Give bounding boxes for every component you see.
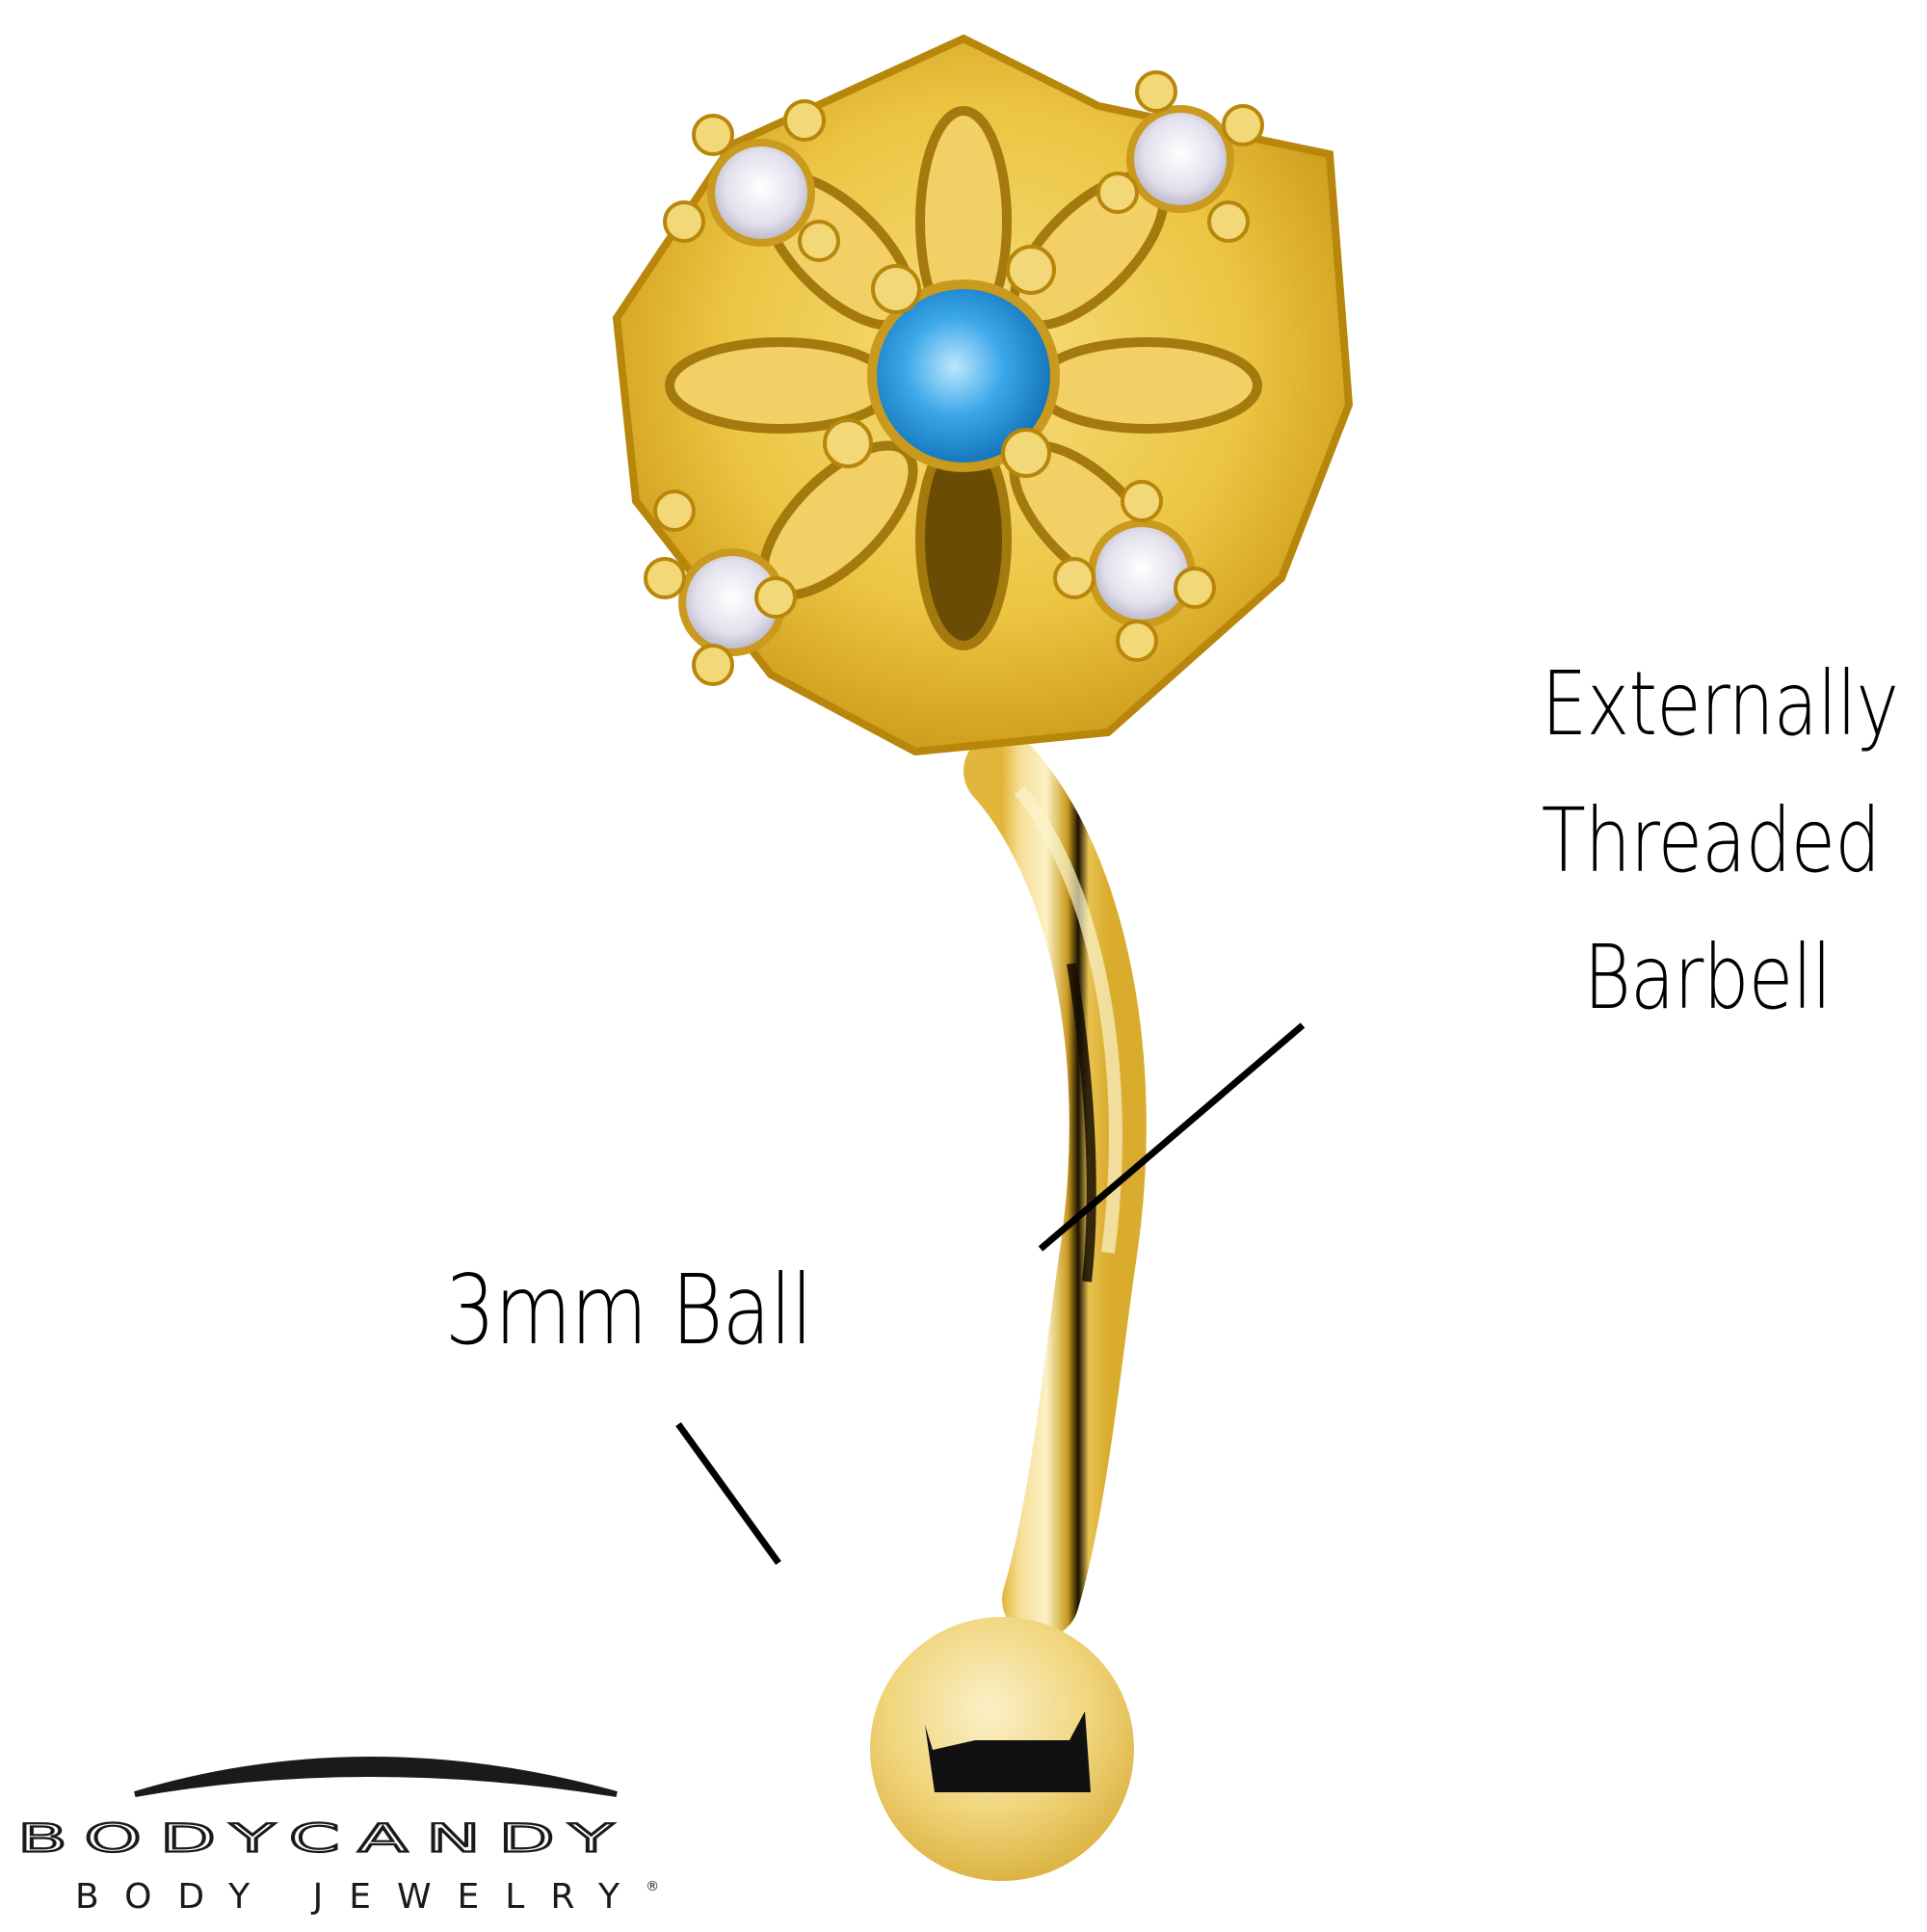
logo-arc-icon [134, 1757, 618, 1797]
barbell-label: Externally Threaded Barbell [1541, 652, 1899, 1029]
registered-mark: ® [646, 1879, 660, 1894]
barbell-leader-line [1038, 1022, 1306, 1252]
brand-logo-text: BODYCANDY [15, 1815, 632, 1863]
brand-tagline: BODY JEWELRY® [75, 1877, 660, 1917]
clear-gem [1088, 519, 1196, 627]
blue-gem [867, 279, 1060, 472]
clear-gem [1126, 105, 1234, 213]
ball-end [870, 1617, 1134, 1881]
ball-leader-line [675, 1421, 781, 1566]
clear-gem [707, 139, 815, 247]
ball-label: 3mm Ball [445, 1254, 813, 1366]
flower-top [612, 34, 1354, 756]
